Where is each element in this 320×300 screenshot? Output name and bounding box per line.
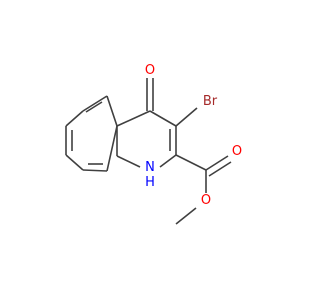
atom-ocarbonyl-label: O xyxy=(232,144,242,159)
bond-c4a-c4a2 xyxy=(106,95,118,127)
bond-c7-c8 xyxy=(65,154,84,171)
bond-cester-ocarbonyl-a xyxy=(205,155,229,171)
bond-n1-c8a xyxy=(116,155,141,168)
bond-c4a-c4 xyxy=(116,110,151,127)
bond-c4-c3 xyxy=(149,110,177,127)
bond-oester-methyl xyxy=(175,207,197,225)
bond-c5-c6 xyxy=(65,110,84,127)
atom-o4-label: O xyxy=(145,63,155,78)
atom-br3-label: Br xyxy=(203,94,218,109)
atom-n1-label: N xyxy=(145,160,155,175)
bond-c3-br xyxy=(175,107,198,127)
structure-diagram: O Br N H O O xyxy=(65,63,242,225)
bond-c2-cester xyxy=(175,154,207,171)
bond-c4a-c5 xyxy=(82,95,108,112)
bond-c8a-c4a xyxy=(106,125,118,172)
atom-h1-label: H xyxy=(145,175,155,190)
molecule-canvas: O Br N H O O xyxy=(65,63,243,225)
bond-c2-n1 xyxy=(159,154,177,168)
atom-oester-label: O xyxy=(201,193,211,208)
bond-c5-c5-inner xyxy=(85,101,103,113)
bond-c8-c8a xyxy=(82,169,108,172)
bond-cester-ocarbonyl-b xyxy=(208,161,232,177)
